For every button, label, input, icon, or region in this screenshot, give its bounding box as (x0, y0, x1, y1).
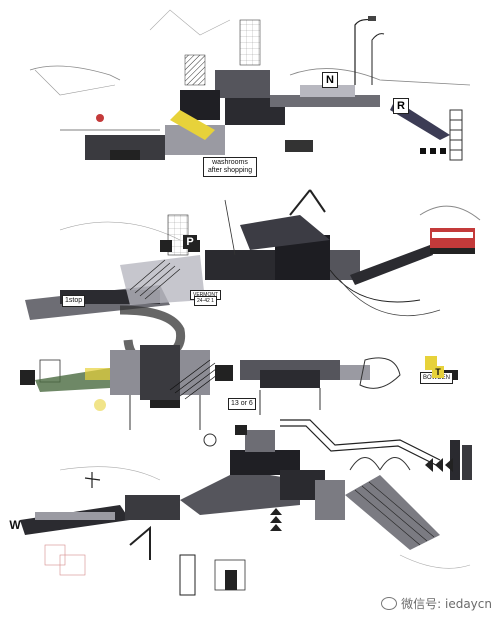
level-1-structure (29, 9, 471, 161)
wechat-icon (381, 597, 398, 610)
watermark-text: 微信号: iedaycn (401, 597, 492, 611)
stop-sign: 1stop (62, 295, 86, 307)
n-sign: N (322, 72, 338, 88)
w-sign: W (9, 518, 21, 532)
t-sign: T (432, 366, 444, 378)
wechat-watermark: 微信号: iedaycn (381, 595, 492, 612)
level-3-structure (20, 345, 458, 430)
level-three-plate: 13 or 6 (228, 398, 256, 410)
vermont-plate-number: 24-42 1 (194, 296, 217, 306)
washrooms-sign: washrooms after shopping (203, 157, 257, 177)
p-sign: P (183, 235, 197, 249)
level-4-structure (20, 419, 472, 596)
r-sign: R (393, 98, 409, 114)
level-2-structure (25, 189, 481, 365)
